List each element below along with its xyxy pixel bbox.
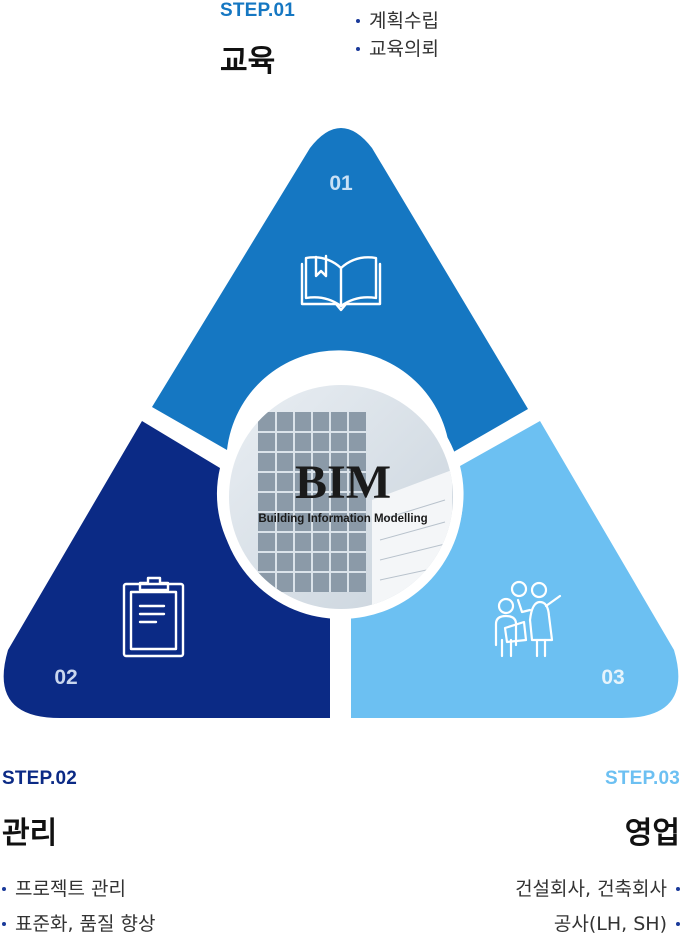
list-item: 프로젝트 관리 [0, 872, 155, 907]
list-item: 교육의뢰 [354, 35, 439, 63]
bullet-dot [356, 18, 360, 23]
bullet-dot [2, 886, 6, 891]
clipboard-icon [122, 576, 185, 658]
presenter-icon [494, 580, 562, 658]
step3-label: STEP.03 [605, 768, 680, 789]
bullet-dot [676, 886, 680, 891]
step1-title: 교육 [220, 44, 276, 79]
bullet-dot [676, 921, 680, 926]
bim-image [229, 385, 453, 609]
bullet-text: 계획수립 [369, 10, 439, 32]
step1-label: STEP.01 [220, 0, 295, 21]
step2-label: STEP.02 [2, 768, 77, 789]
step2-bullet-list: 프로젝트 관리 표준화, 품질 향상 [0, 872, 155, 942]
bullet-text: 프로젝트 관리 [15, 878, 126, 900]
bullet-text: 교육의뢰 [369, 38, 439, 60]
bullet-text: 표준화, 품질 향상 [15, 913, 156, 935]
bullet-text: 공사(LH, SH) [553, 913, 667, 935]
step3-bullet-list: 건설회사, 건축회사 공사(LH, SH) [515, 872, 682, 942]
list-item: 공사(LH, SH) [515, 907, 682, 942]
open-book-icon [300, 254, 382, 312]
list-item: 계획수립 [354, 7, 439, 35]
step-number-02: 02 [54, 666, 77, 689]
step-number-01: 01 [329, 172, 353, 195]
step2-title: 관리 [2, 816, 58, 851]
bullet-text: 건설회사, 건축회사 [515, 878, 667, 900]
bim-subtitle: Building Information Modelling [258, 513, 427, 525]
bullet-dot [2, 921, 6, 926]
bim-title: BIM [295, 456, 391, 509]
step-number-03: 03 [601, 666, 624, 689]
step3-title: 영업 [624, 816, 680, 851]
segment-02 [3, 421, 331, 718]
bullet-dot [356, 46, 360, 51]
step1-bullet-list: 계획수립 교육의뢰 [354, 7, 439, 63]
list-item: 표준화, 품질 향상 [0, 907, 155, 942]
list-item: 건설회사, 건축회사 [515, 872, 682, 907]
segment-03 [351, 421, 679, 718]
